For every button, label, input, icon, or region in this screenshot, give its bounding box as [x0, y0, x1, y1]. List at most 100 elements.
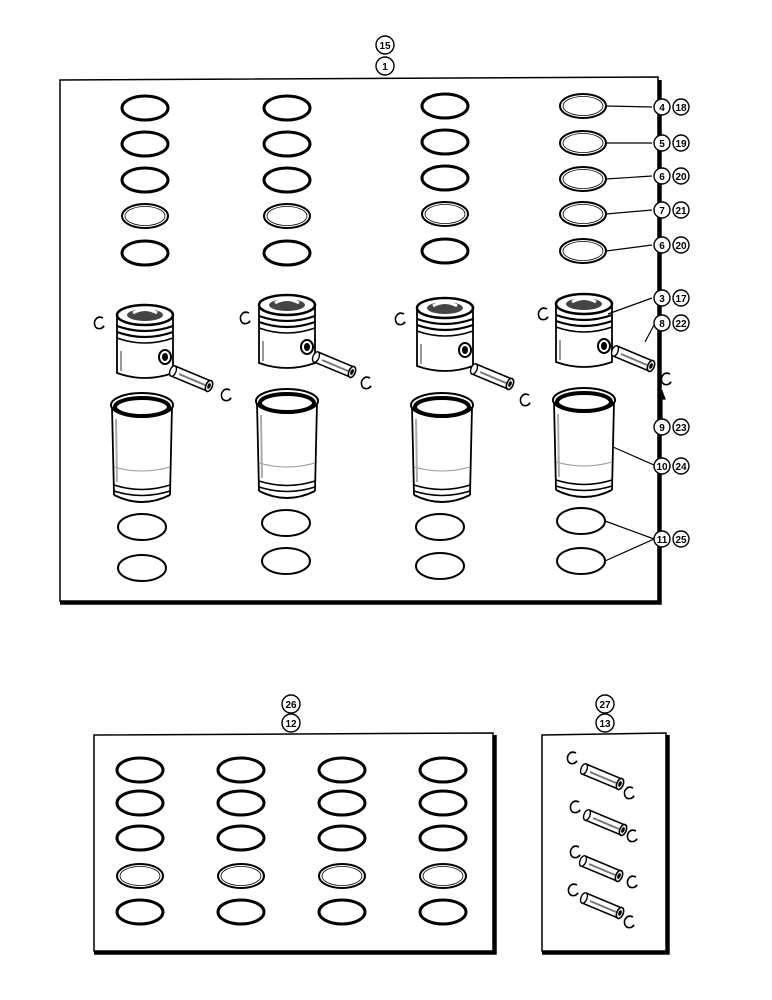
- snap-ring-icon: [623, 786, 636, 800]
- piston-pin-icon: [167, 363, 216, 394]
- svg-text:17: 17: [675, 294, 687, 305]
- ring-kit-rings: [115, 756, 468, 926]
- piston-ring-icon: [121, 203, 169, 229]
- piston-pin-icon: [310, 349, 359, 380]
- piston-ring-icon: [418, 789, 468, 817]
- o-ring-icon: [415, 513, 465, 541]
- piston-ring-icon: [120, 166, 170, 194]
- piston-ring-icon: [115, 824, 165, 852]
- piston-ring-icon: [115, 756, 165, 784]
- svg-text:10: 10: [656, 462, 668, 473]
- svg-text:6: 6: [659, 172, 665, 183]
- snap-ring-icon: [360, 376, 373, 390]
- ring-kit-box: [93, 732, 494, 952]
- svg-text:3: 3: [659, 294, 665, 305]
- snap-ring-icon: [626, 829, 639, 843]
- piston-icon: [554, 292, 614, 369]
- piston-ring-icon: [317, 898, 367, 926]
- svg-text:21: 21: [675, 206, 687, 217]
- piston-ring-icon: [559, 166, 607, 192]
- piston-pin-icon: [578, 761, 627, 792]
- piston-ring-icon: [217, 863, 265, 889]
- cylinder-sleeve-icon: [551, 386, 617, 499]
- snap-ring-icon: [623, 915, 636, 929]
- callout-8-22: 8 22: [653, 314, 690, 332]
- cylinder-sleeve-icon: [409, 391, 475, 504]
- snap-ring-icon: [537, 307, 550, 321]
- main-kit-ref-top: 15: [375, 35, 395, 55]
- main-kit-ref-bottom-text: 1: [382, 62, 388, 73]
- piston-ring-icon: [559, 238, 607, 264]
- piston-pin-icon: [578, 890, 627, 921]
- callout-9-23: 9 23: [653, 418, 690, 436]
- callout-5-19: 5 19: [653, 134, 690, 152]
- piston-ring-icon: [115, 789, 165, 817]
- piston-ring-icon: [262, 130, 312, 158]
- piston-pin-icon: [581, 807, 630, 838]
- piston-ring-icon: [115, 898, 165, 926]
- piston-ring-icon: [559, 130, 607, 156]
- piston-ring-icon: [317, 789, 367, 817]
- main-kit-o-rings: [117, 507, 606, 582]
- ring-kit-ref-bottom-text: 12: [285, 719, 297, 730]
- piston-ring-icon: [216, 789, 266, 817]
- piston-ring-icon: [120, 94, 170, 122]
- o-ring-icon: [556, 547, 606, 575]
- callout-11-25: 11 25: [653, 530, 690, 548]
- piston-ring-icon: [120, 130, 170, 158]
- piston-ring-icon: [420, 128, 470, 156]
- ring-kit-ref-bottom: 12: [281, 713, 301, 733]
- callout-6-20-second: 6 20: [653, 236, 690, 254]
- piston-ring-icon: [216, 824, 266, 852]
- svg-text:7: 7: [659, 206, 665, 217]
- svg-text:6: 6: [659, 241, 665, 252]
- piston-ring-icon: [216, 756, 266, 784]
- svg-text:8: 8: [659, 319, 665, 330]
- callout-7-21: 7 21: [653, 201, 690, 219]
- snap-ring-icon: [220, 388, 233, 402]
- snap-ring-icon: [566, 751, 579, 765]
- snap-ring-icon: [569, 800, 582, 814]
- snap-ring-icon: [394, 312, 407, 326]
- snap-ring-icon: [567, 883, 580, 897]
- o-ring-icon: [117, 554, 167, 582]
- piston-icon: [257, 293, 317, 370]
- svg-text:20: 20: [675, 172, 687, 183]
- piston-pin-icon: [468, 361, 517, 392]
- piston-ring-icon: [559, 201, 607, 227]
- svg-text:18: 18: [675, 103, 687, 114]
- cylinder-sleeve-icon: [109, 391, 175, 504]
- callout-6-20: 6 20: [653, 167, 690, 185]
- pin-kit-ref-top: 27: [595, 694, 615, 714]
- piston-ring-icon: [419, 863, 467, 889]
- piston-ring-icon: [317, 756, 367, 784]
- callout-3-17: 3 17: [653, 289, 690, 307]
- callout-10-24: 10 24: [653, 457, 690, 475]
- piston-icon: [415, 296, 475, 373]
- piston-ring-icon: [116, 863, 164, 889]
- snap-ring-icon: [569, 845, 582, 859]
- svg-text:5: 5: [659, 139, 665, 150]
- svg-text:22: 22: [675, 319, 687, 330]
- pin-kit-box: [541, 732, 667, 952]
- main-kit-ref-bottom: 1: [375, 56, 395, 76]
- o-ring-icon: [117, 513, 167, 541]
- main-kit-rings: [120, 92, 607, 267]
- pin-kit-pins: [566, 751, 639, 929]
- piston-ring-icon: [421, 201, 469, 227]
- svg-text:23: 23: [675, 423, 687, 434]
- ring-kit-ref-top-text: 26: [285, 700, 297, 711]
- piston-ring-icon: [317, 824, 367, 852]
- leader-lines: [604, 105, 666, 562]
- svg-text:11: 11: [657, 535, 668, 546]
- o-ring-icon: [415, 552, 465, 580]
- pin-kit-ref-bottom: 13: [595, 713, 615, 733]
- snap-ring-icon: [93, 316, 106, 330]
- piston-ring-icon: [262, 94, 312, 122]
- callout-4-18: 4 18: [653, 98, 690, 116]
- o-ring-icon: [261, 547, 311, 575]
- piston-ring-icon: [263, 203, 311, 229]
- piston-icon: [115, 303, 175, 380]
- ring-kit-ref-top: 26: [281, 694, 301, 714]
